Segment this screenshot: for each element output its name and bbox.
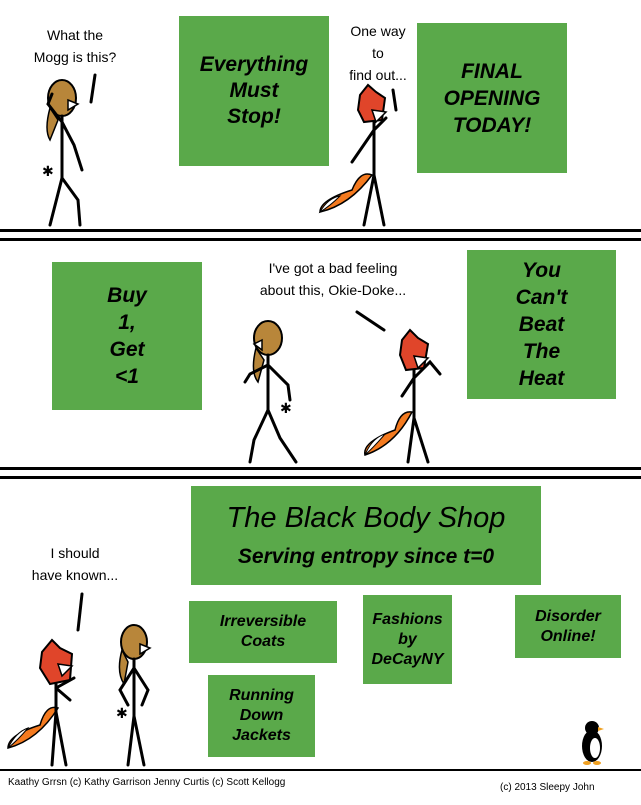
credits-copyright: (c) 2013 Sleepy John [500,782,595,793]
sign-running-down-jackets: Running Down Jackets [208,675,315,757]
panel-divider-bottom [0,769,641,771]
panel-divider-top [0,229,641,232]
speech-bubble-jenny-panel1: What the Mogg is this? [33,27,117,65]
kaathy-figure-panel2 [364,328,442,464]
svg-text:✱: ✱ [116,706,128,722]
jenny-figure-panel1: ✱ [42,79,84,227]
sign-final-opening-today: FINAL OPENING TODAY! [417,23,567,173]
credits-characters: Kaathy Grrsn (c) Kathy Garrison Jenny Cu… [8,777,286,788]
panel-divider-top-second [0,238,641,241]
speech-bubble-kaathy-panel1: One way to find out... [349,23,407,83]
speech-pointer-panel3 [76,592,84,632]
sign-you-cant-beat-the-heat: You Can't Beat The Heat [467,250,616,399]
sign-irreversible-coats: Irreversible Coats [189,601,337,663]
penguin-mascot [582,721,604,765]
panel-divider-middle-second [0,476,641,479]
speech-bubble-kaathy-panel2: I've got a bad feeling about this, Okie-… [259,260,407,298]
sign-fashions-by-decayny: Fashions by DeCayNY [363,595,452,684]
svg-text:✱: ✱ [280,401,292,417]
sign-everything-must-stop: Everything Must Stop! [179,16,329,166]
sign-buy-1-get-less-than-1: Buy 1, Get <1 [52,262,202,410]
kaathy-figure-panel1 [318,83,388,227]
panel-divider-middle [0,467,641,470]
store-title: The Black Body Shop [226,501,506,534]
jenny-figure-panel2: ✱ [243,320,298,464]
store-sign-black-body-shop: The Black Body Shop Serving entropy sinc… [191,486,541,585]
store-tagline: Serving entropy since t=0 [237,544,495,568]
jenny-figure-panel3: ✱ [116,624,152,767]
speech-pointer-panel1-left [89,73,97,104]
kaathy-figure-panel3 [7,638,76,767]
speech-pointer-panel1-right [391,88,398,112]
sign-disorder-online: Disorder Online! [515,595,621,658]
speech-pointer-panel2 [355,310,386,332]
svg-text:✱: ✱ [42,164,54,180]
speech-bubble-kaathy-panel3: I should have known... [31,545,119,583]
